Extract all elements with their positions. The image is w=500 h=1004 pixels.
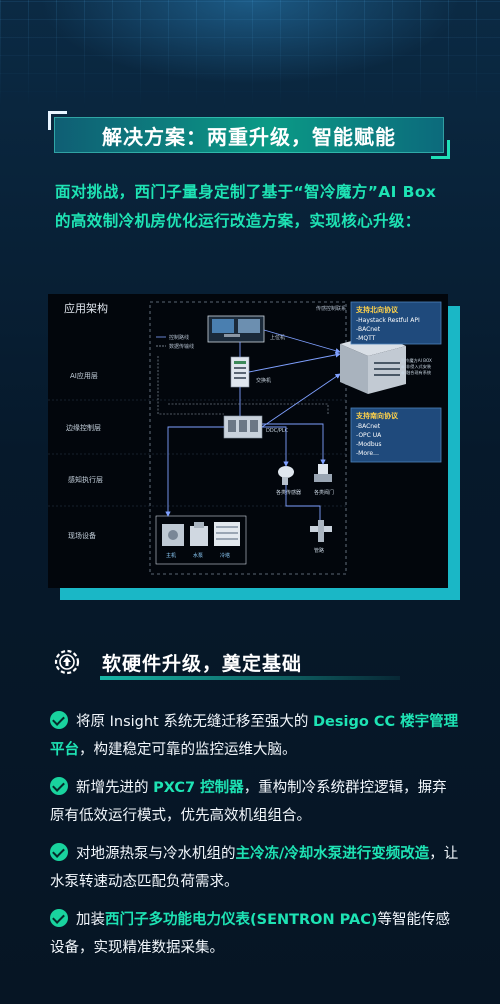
south-protocol-title: 支持南向协议 <box>355 411 399 420</box>
south-protocol-item: -OPC UA <box>356 432 382 439</box>
architecture-diagram-frame: 应用架构 AI应用层 边缘控制层 感知执行层 现场设备 控制路线 <box>48 294 460 600</box>
system-boundary <box>149 301 347 575</box>
bracket-left-decoration <box>48 111 67 130</box>
item-text-pre: 新增先进的 <box>76 780 154 796</box>
item-text-post: ，让水泵转速动态匹配负荷需求。 <box>50 846 459 890</box>
bracket-right-decoration <box>431 140 450 159</box>
gear-upgrade-icon <box>54 649 80 675</box>
south-protocol-item: -Modbus <box>356 441 382 448</box>
section2-underline <box>100 676 400 680</box>
connection-lines <box>165 329 341 520</box>
switch-label: 交换机 <box>256 377 271 384</box>
check-circle-icon <box>50 777 68 795</box>
pipe-label: 管路 <box>314 547 324 554</box>
item-text-pre: 将原 Insight 系统无缝迁移至强大的 <box>76 714 313 730</box>
list-item: 将原 Insight 系统无缝迁移至强大的 Desigo CC 楼宇管理平台，构… <box>50 708 460 764</box>
north-protocol-box <box>350 301 442 345</box>
item-text-pre: 加装 <box>76 912 105 928</box>
data-lines <box>157 356 329 415</box>
pump-label: 水泵 <box>193 552 203 559</box>
north-protocol-item: -MQTT <box>356 335 376 342</box>
item-text-highlight: Desigo CC 楼宇管理平台 <box>50 714 459 758</box>
aibox-note-1: ● 非侵入式安装 <box>401 363 432 370</box>
field-devices-box <box>155 515 247 565</box>
check-circle-icon <box>50 909 68 927</box>
section2-title: 软硬件升级，奠定基础 <box>102 653 303 675</box>
sensor-label: 各类传感器 <box>276 489 301 496</box>
north-protocol-item: -BACnet <box>356 326 381 333</box>
south-protocol-item: -More… <box>356 450 379 457</box>
south-protocol-box <box>350 407 442 463</box>
item-text-highlight: 主冷冻/冷却水泵进行变频改造 <box>235 846 430 862</box>
ai-box-icon <box>340 334 406 394</box>
item-text-post: ，构建稳定可靠的监控运维大脑。 <box>79 742 297 758</box>
tower-label: 冷塔 <box>220 552 230 559</box>
layer-dividers <box>48 399 348 507</box>
list-item: 对地源热泵与冷水机组的主冷冻/冷却水泵进行变频改造，让水泵转速动态匹配负荷需求。 <box>50 840 460 896</box>
item-text-pre: 对地源热泵与冷水机组的 <box>76 846 236 862</box>
ddc-label: DDC/PLC <box>266 428 289 434</box>
aibox-note-title: 智冷魔方AI BOX <box>401 357 432 364</box>
section2-heading: 软硬件升级，奠定基础 <box>50 643 450 683</box>
north-protocol-title: 支持北向协议 <box>355 305 399 314</box>
tech-grid-decoration <box>0 0 500 110</box>
section1-intro: 面对挑战，西门子量身定制了基于“智冷魔方”AI Box 的高效制冷机房优化运行改… <box>55 183 437 230</box>
sensor-icon <box>278 466 294 485</box>
south-protocol-item: -BACnet <box>356 423 381 430</box>
section1-title: 解决方案：两重升级，智能赋能 <box>102 124 396 149</box>
chiller-icon <box>162 524 184 546</box>
list-item: 加装西门子多功能电力仪表(SENTRON PAC)等智能传感设备，实现精准数据采… <box>50 906 460 962</box>
legend-control: 控制路线 <box>169 334 189 341</box>
host-label: 主机 <box>166 552 176 559</box>
pipe-icon <box>310 520 332 542</box>
list-item: 新增先进的 PXC7 控制器，重构制冷系统群控逻辑，摒弃原有低效运行模式，优先高… <box>50 774 460 830</box>
item-text-post: ，重构制冷系统群控逻辑，摒弃原有低效运行模式，优先高效机组组合。 <box>50 780 447 824</box>
valve-icon <box>314 464 332 482</box>
north-protocol-item: -Haystack Restful API <box>356 317 420 324</box>
layer-label-sense: 感知执行层 <box>68 475 103 484</box>
layer-label-ai: AI应用层 <box>70 371 98 380</box>
cooling-tower-icon <box>214 522 240 546</box>
item-text-post: 等智能传感设备，实现精准数据采集。 <box>50 912 450 956</box>
upper-computer-label: 上位机 <box>270 334 285 341</box>
top-label: 传感控制联系 <box>316 305 346 312</box>
item-text-highlight: 西门子多功能电力仪表(SENTRON PAC) <box>105 912 378 928</box>
section1-banner: 解决方案：两重升级，智能赋能 <box>48 111 450 159</box>
layer-label-field: 现场设备 <box>68 531 96 540</box>
valve-label: 各类阀门 <box>314 489 334 496</box>
switch-icon <box>230 356 250 388</box>
architecture-diagram-svg: 应用架构 AI应用层 边缘控制层 感知执行层 现场设备 控制路线 <box>48 301 442 575</box>
section1-title-pill: 解决方案：两重升级，智能赋能 <box>54 117 444 153</box>
aibox-note-2: ● 融合现有系统 <box>401 369 431 376</box>
pump-icon <box>190 522 208 546</box>
upgrade-list: 将原 Insight 系统无缝迁移至强大的 Desigo CC 楼宇管理平台，构… <box>50 708 460 972</box>
layer-label-edge: 边缘控制层 <box>66 423 101 432</box>
architecture-diagram: 应用架构 AI应用层 边缘控制层 感知执行层 现场设备 控制路线 <box>48 294 448 588</box>
check-circle-icon <box>50 843 68 861</box>
upper-computer-icon <box>207 315 265 343</box>
check-circle-icon <box>50 711 68 729</box>
diagram-title: 应用架构 <box>64 301 108 315</box>
ddc-plc-icon <box>223 415 263 439</box>
item-text-highlight: PXC7 控制器 <box>153 780 244 796</box>
legend-data: 数据传输线 <box>169 343 194 350</box>
